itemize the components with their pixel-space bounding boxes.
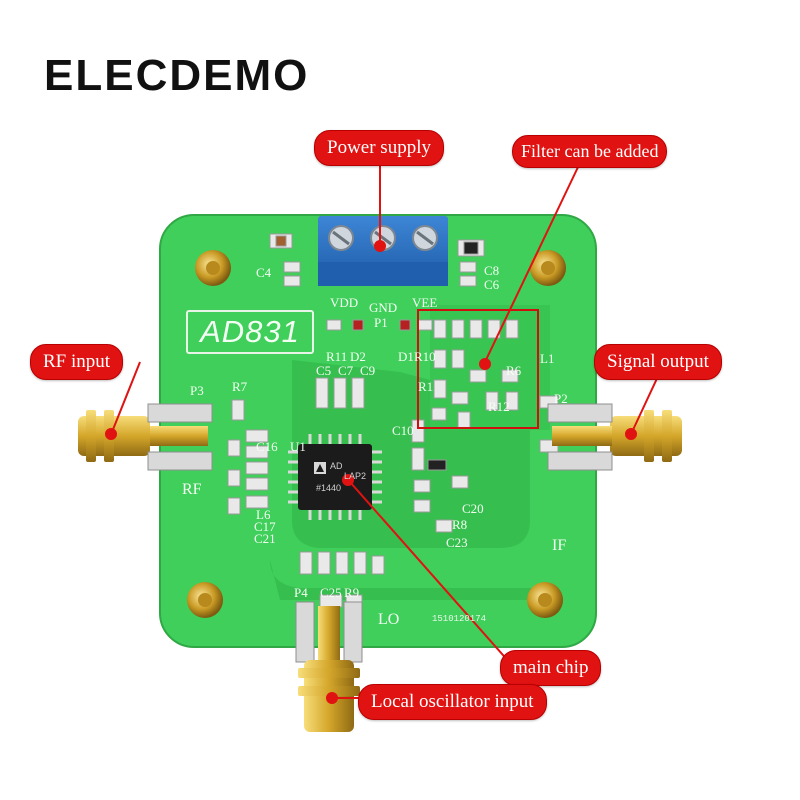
silk-gnd: GND xyxy=(369,300,398,315)
callout-lo-input: Local oscillator input xyxy=(358,684,547,720)
silk-r11: R11 xyxy=(326,349,348,364)
silk-r7: R7 xyxy=(232,379,248,394)
silk-d1: D1 xyxy=(398,349,414,364)
silk-c5: C5 xyxy=(316,363,332,378)
silk-lo: LO xyxy=(378,611,400,628)
chip-marking-3: #1440 xyxy=(316,483,342,493)
silk-c23: C23 xyxy=(446,535,468,550)
silk-c7: C7 xyxy=(338,363,354,378)
main-chip xyxy=(288,434,382,520)
silk-p4: P4 xyxy=(294,585,308,600)
board-serial: 1510120174 xyxy=(432,614,487,624)
silk-c9: C9 xyxy=(360,363,376,378)
silk-vee: VEE xyxy=(412,295,438,310)
silk-r8: R8 xyxy=(452,517,468,532)
silk-c10: C10 xyxy=(392,423,414,438)
lo-input-connector xyxy=(295,601,363,732)
silk-u1: U1 xyxy=(290,439,306,454)
silk-d2: D2 xyxy=(350,349,366,364)
silk-vdd: VDD xyxy=(330,295,359,310)
filter-region-outline xyxy=(417,309,539,429)
silk-r9: R9 xyxy=(344,585,360,600)
rf-input-connector xyxy=(78,403,213,471)
silk-c20: C20 xyxy=(462,501,484,516)
silk-r12: R12 xyxy=(488,399,510,414)
silk-c4: C4 xyxy=(256,265,272,280)
silk-c8: C8 xyxy=(484,263,500,278)
callout-power-supply: Power supply xyxy=(314,130,444,166)
chip-marking-2: LAP2 xyxy=(344,471,367,481)
board-title: AD831 xyxy=(200,314,300,349)
signal-output-connector xyxy=(547,403,682,471)
silk-r1: R1 xyxy=(418,379,434,394)
callout-filter: Filter can be added xyxy=(512,135,668,168)
brand-logo-text: ELECDEMO xyxy=(44,51,310,100)
silk-rf: RF xyxy=(182,481,202,498)
silk-if: IF xyxy=(552,537,567,554)
chip-marking-1: AD xyxy=(330,461,343,471)
silk-l1: L1 xyxy=(540,351,555,366)
silk-l6: L6 xyxy=(256,507,271,522)
silk-r10: R10 xyxy=(414,349,436,364)
silk-c6: C6 xyxy=(484,277,500,292)
smd-components xyxy=(227,233,559,608)
callout-rf-input: RF input xyxy=(30,344,124,380)
silk-c25: C25 xyxy=(320,585,342,600)
silk-p3: P3 xyxy=(190,383,204,398)
silk-c16: C16 xyxy=(256,439,278,454)
board-title-box: AD831 xyxy=(186,310,314,354)
callout-main-chip: main chip xyxy=(500,650,602,686)
silk-p1: P1 xyxy=(374,315,388,330)
callout-signal-output: Signal output xyxy=(594,344,722,380)
mounting-screw xyxy=(187,250,566,618)
callout-leaders xyxy=(105,160,661,704)
silk-c17: C17 xyxy=(254,519,276,534)
silk-c21: C21 xyxy=(254,531,276,546)
silk-r6: R6 xyxy=(506,363,522,378)
silk-p2: P2 xyxy=(554,391,568,406)
